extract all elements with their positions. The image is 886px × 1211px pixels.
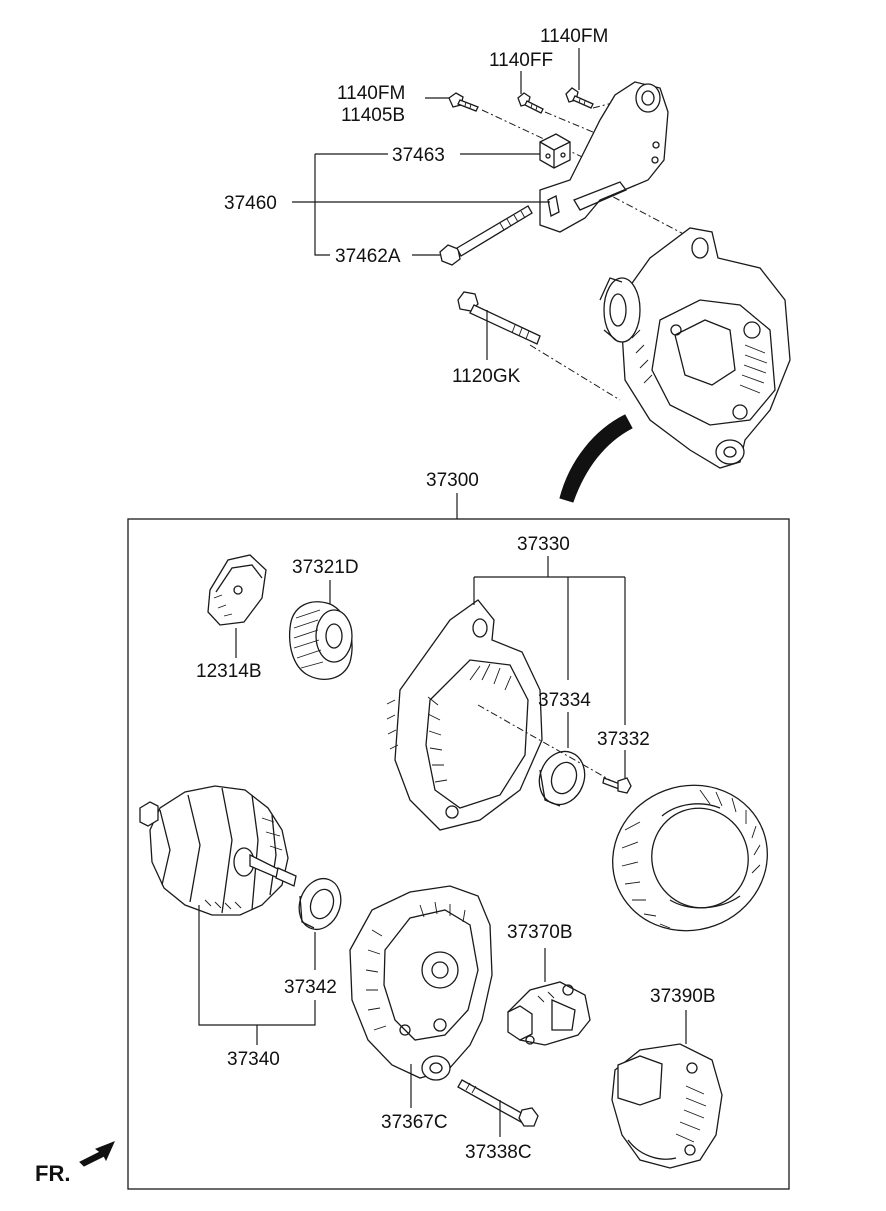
label-37367c: 37367C: [381, 1112, 448, 1133]
label-37334: 37334: [538, 690, 591, 711]
bolt-1140fm-left[interactable]: [448, 92, 479, 112]
label-37460: 37460: [224, 193, 277, 214]
leader-lines-top: [292, 48, 580, 360]
label-1120gk: 1120GK: [452, 366, 521, 387]
label-37463: 37463: [392, 145, 445, 166]
front-arrow-icon: [79, 1141, 115, 1167]
long-bolt-37462a[interactable]: [439, 205, 533, 266]
pulley-cover[interactable]: [207, 554, 267, 626]
label-1140fm-top: 1140FM: [540, 26, 608, 47]
front-housing[interactable]: [386, 599, 543, 831]
alternator-assembly[interactable]: [599, 227, 791, 469]
bracket-block[interactable]: [539, 133, 571, 169]
label-37462a: 37462A: [335, 246, 401, 267]
label-37332: 37332: [597, 729, 650, 750]
label-37390b: 37390B: [650, 986, 716, 1007]
kit-frame: [127, 518, 790, 1190]
label-37300: 37300: [426, 470, 479, 491]
rotor[interactable]: [139, 785, 297, 916]
stator[interactable]: [592, 764, 788, 953]
label-12314b: 12314B: [196, 661, 262, 682]
label-37370b: 37370B: [507, 922, 573, 943]
label-37321d: 37321D: [292, 557, 359, 578]
rear-housing[interactable]: [349, 885, 493, 1081]
through-bolt[interactable]: [457, 1079, 539, 1127]
mounting-bracket[interactable]: [539, 81, 669, 233]
rectifier[interactable]: [611, 1043, 723, 1169]
rear-bearing[interactable]: [292, 873, 347, 936]
front-direction-indicator: FR.: [35, 1141, 115, 1186]
front-direction-label: FR.: [35, 1161, 70, 1186]
front-bearing[interactable]: [532, 745, 592, 811]
label-37330: 37330: [517, 534, 570, 555]
voltage-regulator[interactable]: [507, 981, 591, 1046]
label-37338c: 37338C: [465, 1142, 532, 1163]
bolt-1140ff[interactable]: [517, 92, 544, 114]
bolt-1140fm-top[interactable]: [565, 87, 594, 109]
bolt-1120gk[interactable]: [457, 291, 541, 345]
label-11405b: 11405B: [341, 105, 405, 126]
label-1140fm-left: 1140FM: [337, 83, 405, 104]
leader-lines-kit: [198, 556, 687, 1137]
label-37342: 37342: [284, 977, 337, 998]
exploded-view-arrow: [559, 414, 633, 503]
screw-37332[interactable]: [602, 777, 632, 794]
pulley[interactable]: [288, 601, 353, 680]
label-37340: 37340: [227, 1049, 280, 1070]
housing-axis-line: [477, 704, 611, 781]
label-1140ff: 1140FF: [489, 50, 553, 71]
